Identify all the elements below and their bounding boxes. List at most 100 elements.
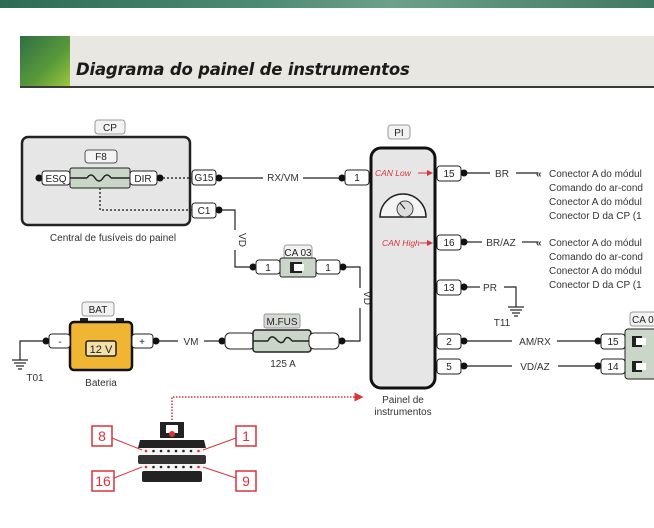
pi-tag-box [387, 124, 411, 140]
instrument-panel: PI CAN Low CAN High Painel de instrument… [369, 124, 437, 418]
diagnostic-connector [138, 422, 206, 482]
ca03-pin-left: 1 [265, 263, 271, 274]
battery-negative: - [58, 337, 61, 348]
top-banner [0, 0, 654, 8]
cp-caption: Central de fusíveis do painel [50, 233, 176, 244]
ref-line: Conector A do módul [549, 238, 642, 249]
pi-body [369, 146, 437, 390]
ref-line: Conector D da CP (1 [549, 280, 642, 291]
connector-pin-dot [159, 449, 163, 453]
connector-pin-dot [182, 465, 185, 469]
pi-tag: PI [394, 128, 403, 139]
ca0x-pin-14: 14 [607, 362, 619, 373]
pi-pin-5-label: 5 [446, 362, 452, 373]
wire-label-vd-2: VD [361, 291, 372, 305]
page-title: Diagrama do painel de instrumentos [76, 60, 410, 79]
ca03-tag: CA 03 [284, 248, 312, 259]
wire-label-vd-1: VD [236, 233, 247, 247]
battery-voltage: 12 V [90, 344, 113, 356]
ca0x-connector: CA 0 15 14 [600, 311, 654, 380]
continuation-icon: « [536, 238, 542, 249]
connector-pin-dot [189, 449, 193, 453]
wire-label-amrx: AM/RX [519, 337, 551, 348]
ref-line: Comando do ar-cond [549, 252, 643, 263]
pi-pin-13: 13 PR T11 [436, 279, 524, 329]
can-high-label: CAN High [382, 238, 420, 248]
ref-line: Conector D da CP (1 [549, 211, 642, 222]
connector-pin-dot [152, 465, 155, 469]
connector-pin-dot [197, 449, 200, 453]
ref-line: Conector A do módul [549, 266, 642, 277]
ground-icon [12, 359, 28, 370]
ref-line: Comando do ar-cond [549, 183, 643, 194]
ca0x-tag: CA 0 [632, 315, 654, 326]
ground-t01-label: T01 [26, 373, 44, 384]
mfus-rating: 125 A [270, 359, 296, 370]
connector-pin-dot [152, 449, 155, 453]
ref-line: Conector A do módul [549, 197, 642, 208]
connector-pin-dot [167, 465, 170, 469]
ground-t11-label: T11 [494, 318, 511, 329]
ground-icon [508, 306, 524, 317]
callout-pin-1: 1 [242, 428, 250, 444]
pi-pin-1-label: 1 [354, 173, 360, 184]
connector-pin-dot [174, 465, 178, 469]
battery-caption: Bateria [85, 378, 117, 389]
diagnostic-connector-pointer [171, 392, 364, 420]
connector-pin-dot [174, 449, 178, 453]
cp-tag-box [94, 119, 126, 135]
c1-pin-label: C1 [198, 206, 211, 217]
pin-callouts: 8 1 16 9 [91, 425, 257, 492]
bat-tag: BAT [89, 305, 108, 316]
pi-caption-line2: instrumentos [374, 407, 431, 418]
f8-tag: F8 [95, 152, 107, 163]
fuse-symbol-icon [86, 174, 112, 182]
pin-row-bottom [144, 465, 200, 469]
pin-row-top [144, 449, 200, 453]
connector-pin-dot [159, 465, 163, 469]
wire-label-vdaz: VD/AZ [520, 362, 549, 373]
section-header: Diagrama do painel de instrumentos [20, 36, 654, 88]
wire-label-braz: BR/AZ [486, 238, 515, 249]
ca0x-pin-15: 15 [607, 337, 619, 348]
callout-pin-16: 16 [95, 473, 111, 489]
connector-pin-dot [189, 465, 193, 469]
connector-pin-dot [144, 465, 148, 469]
pi-caption-line1: Painel de [382, 395, 424, 406]
wire-label-vm: VM [184, 337, 199, 348]
pi-pin-2: 2 AM/RX [436, 333, 602, 350]
connector-pin-dot [167, 449, 170, 453]
pi-pin-13-label: 13 [443, 283, 455, 294]
wire-label-rxvm: RX/VM [267, 173, 299, 184]
pi-pin-15: 15 BR « [436, 165, 542, 182]
refs-pin-16: Conector A do módul Comando do ar-cond C… [549, 238, 643, 291]
dir-pin-label: DIR [134, 174, 151, 185]
mfus-tag: M.FUS [266, 317, 297, 328]
ref-line: Conector A do módul [549, 169, 642, 180]
f8-tag-box [84, 149, 118, 164]
fuse-symbol-icon [267, 336, 293, 344]
ca03-pin-right: 1 [325, 263, 331, 274]
pi-pin-16-label: 16 [443, 238, 455, 249]
continuation-icon: « [536, 169, 542, 180]
pi-pin-5: 5 VD/AZ [436, 358, 602, 375]
pi-pin-15-label: 15 [443, 169, 455, 180]
wire-label-pr: PR [483, 283, 497, 294]
pi-pin-1 [344, 169, 370, 186]
battery: BAT 12 V - + Bateria [42, 301, 160, 389]
battery-positive: + [139, 337, 145, 348]
can-low-label: CAN Low [375, 168, 412, 178]
header-swatch [20, 36, 70, 86]
pi-pin-2-label: 2 [446, 337, 452, 348]
esq-pin-label: ESQ [45, 174, 66, 185]
cp-tag: CP [103, 123, 117, 134]
g15-pin-label: G15 [195, 173, 214, 184]
connector-pin-dot [144, 449, 148, 453]
ca03-connector: CA 03 1 1 [249, 244, 347, 278]
connector-pin-dot [182, 449, 185, 453]
callout-pin-9: 9 [242, 473, 250, 489]
callout-pin-8: 8 [98, 428, 106, 444]
pi-pin-16: 16 BR/AZ « [436, 234, 542, 251]
main-fuse: M.FUS 125 A [224, 313, 346, 370]
